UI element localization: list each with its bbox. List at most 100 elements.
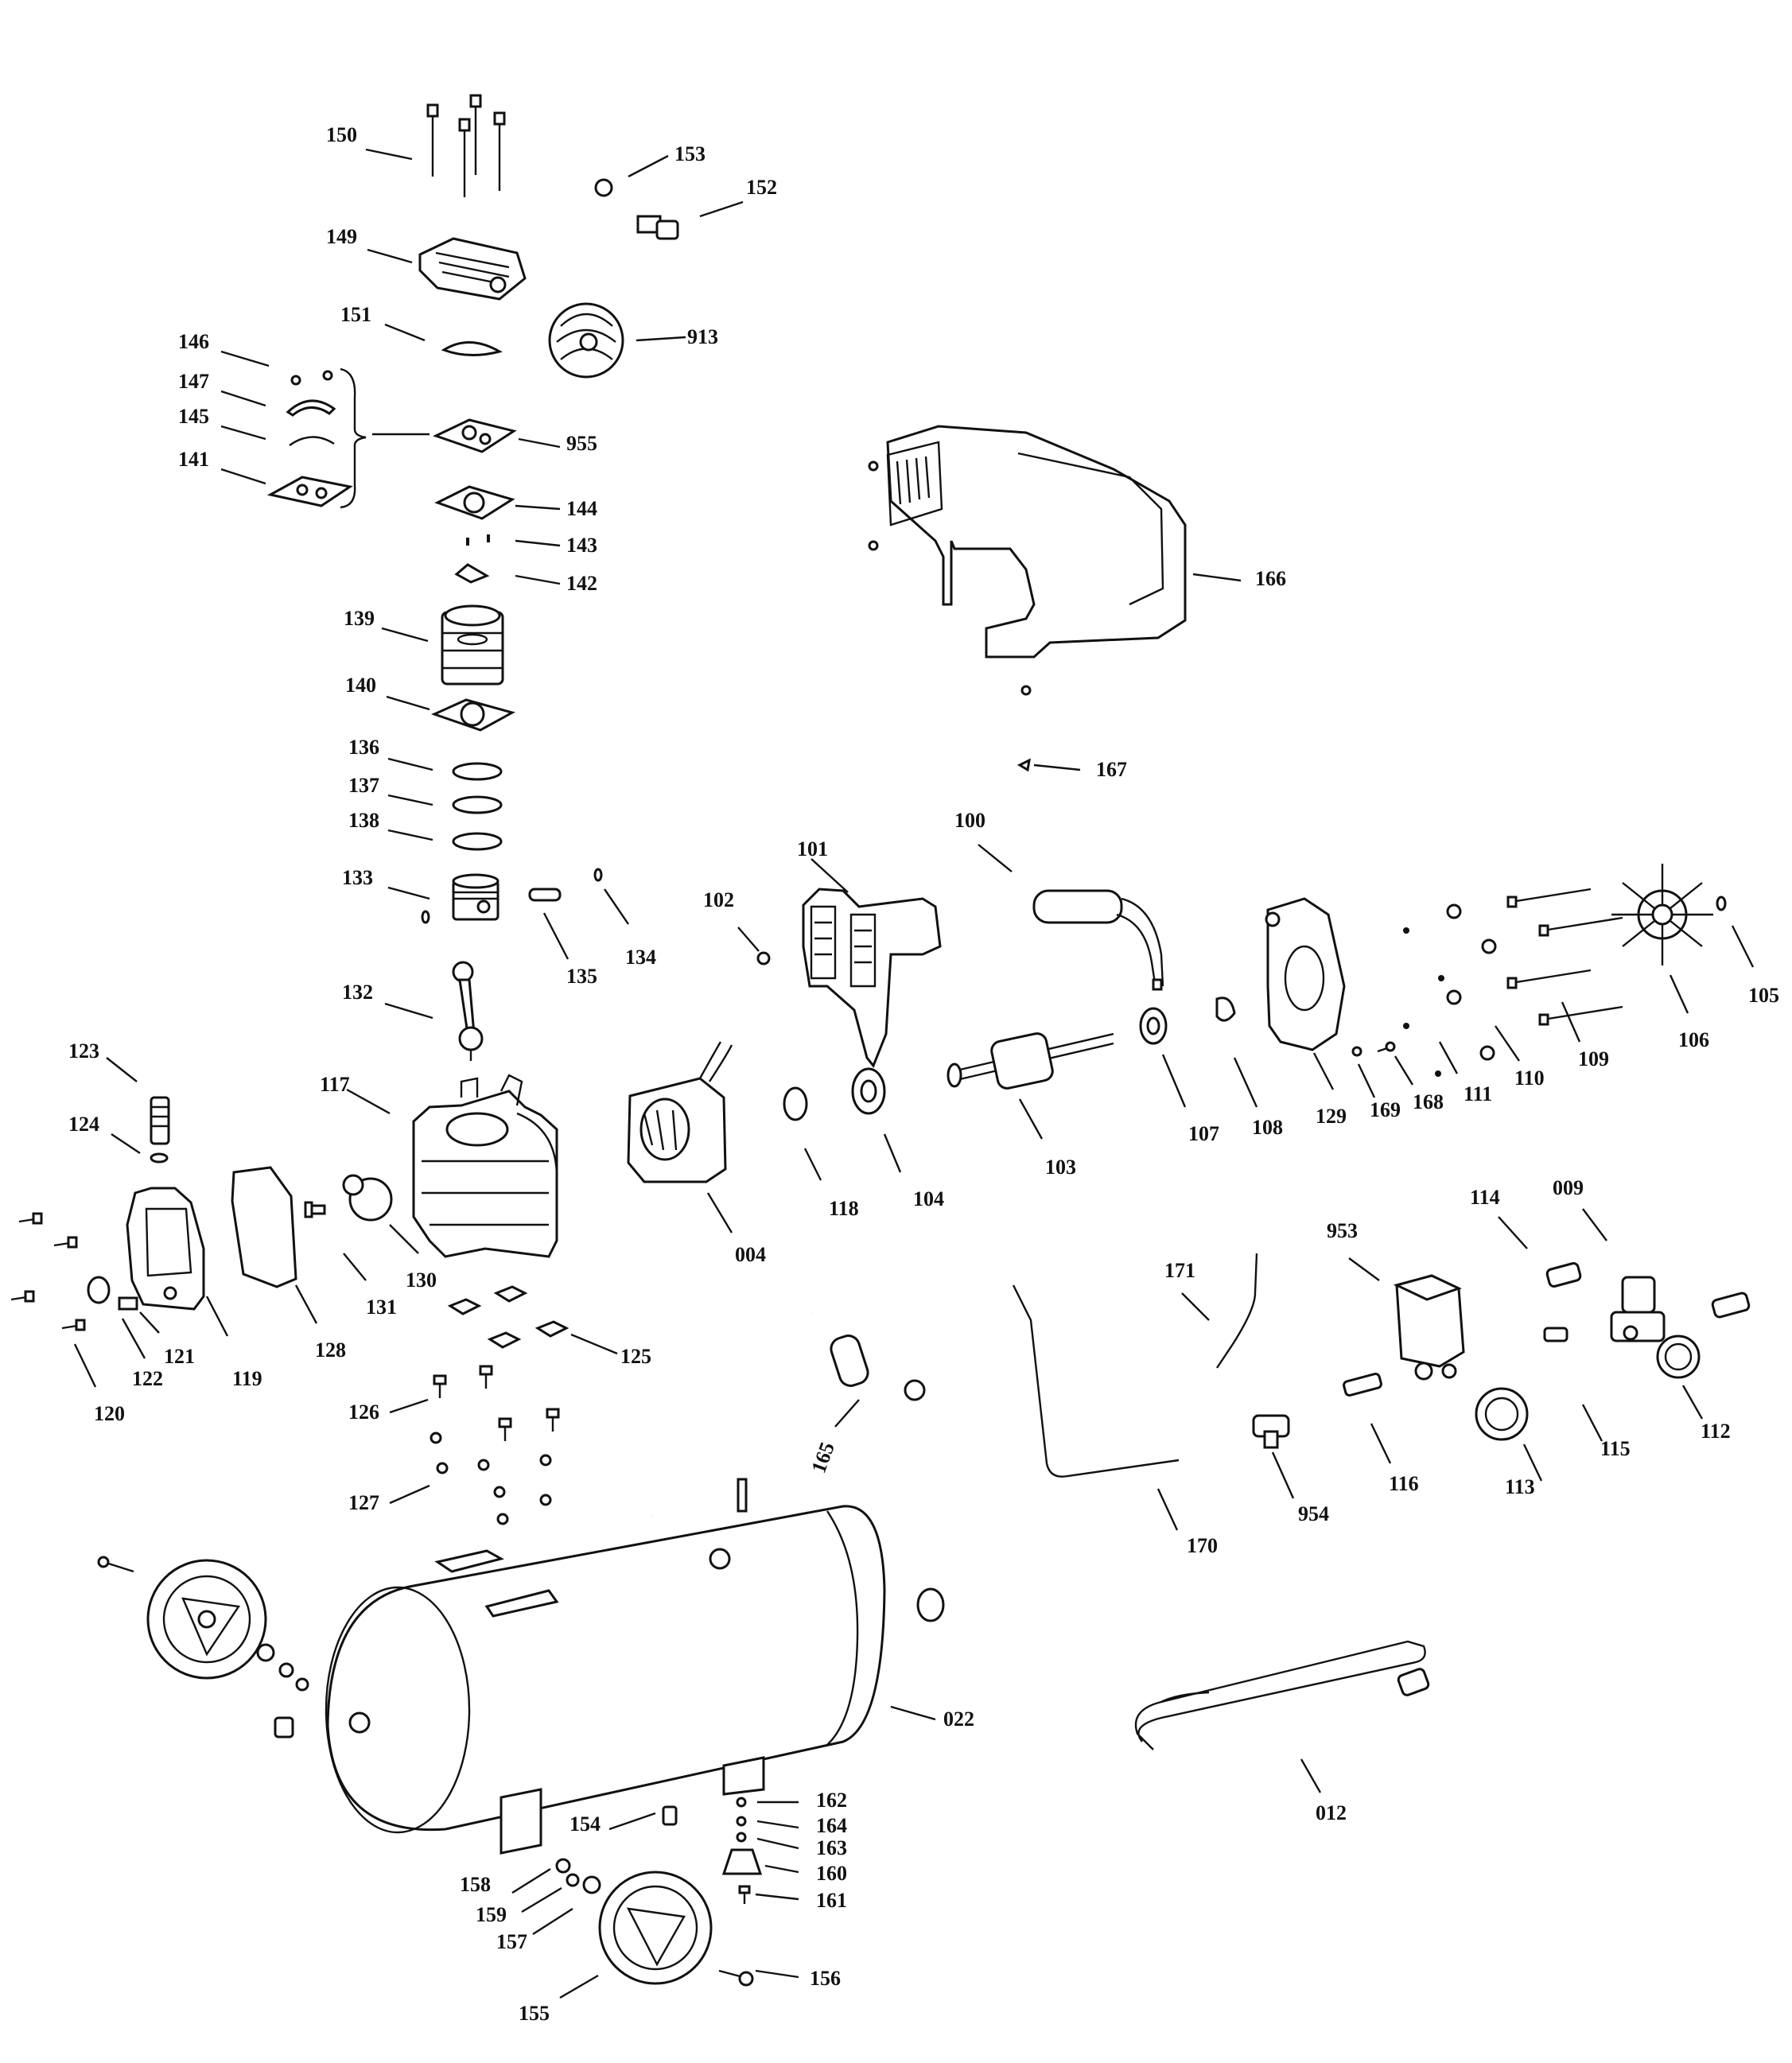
nut-drawing: [756, 951, 771, 965]
label-128: 128: [315, 1338, 346, 1362]
label-138: 138: [348, 809, 379, 832]
label-109: 109: [1578, 1047, 1609, 1070]
rotor-drawing: [947, 1032, 1114, 1090]
shroud-cover-drawing: [868, 425, 1187, 696]
piston-ring-1-drawing: [452, 762, 503, 781]
label-167: 167: [1096, 758, 1127, 781]
small-tube-drawing: [1216, 1253, 1258, 1369]
label-166: 166: [1255, 567, 1286, 590]
plug-drawing: [594, 178, 613, 197]
air-tank-drawing: [325, 1505, 945, 1855]
breather-drawing: [150, 1096, 170, 1145]
label-147: 147: [178, 370, 209, 393]
head-bolts-drawing: [426, 94, 506, 197]
label-144: 144: [566, 497, 597, 520]
label-143: 143: [566, 534, 597, 557]
label-169: 169: [1370, 1098, 1401, 1121]
label-145: 145: [178, 405, 209, 428]
shroud-screw-drawing: [1017, 758, 1031, 772]
label-112: 112: [1701, 1420, 1731, 1443]
label-954: 954: [1298, 1502, 1329, 1525]
label-125: 125: [620, 1345, 651, 1368]
label-132: 132: [342, 981, 373, 1004]
o-ring-drawing: [150, 1152, 169, 1164]
outlet-gauge-drawing: [1656, 1335, 1701, 1379]
intake-reed-drawing: [454, 563, 490, 584]
crankcase-drawing: [412, 1074, 558, 1258]
regulator-drawing: [1610, 1276, 1751, 1342]
valve-stop-drawing: [286, 399, 336, 417]
label-137: 137: [348, 774, 379, 797]
label-110: 110: [1514, 1066, 1545, 1090]
label-108: 108: [1252, 1116, 1283, 1139]
part-labels: 150 153 152 149 151 913 146 147 145 141 …: [68, 123, 1779, 2025]
sight-glass-drawing: [87, 1276, 111, 1304]
label-116: 116: [1389, 1472, 1419, 1495]
drain-plug-drawing: [118, 1296, 138, 1311]
rubber-pad-drawing: [447, 1285, 569, 1349]
label-004: 004: [735, 1243, 766, 1266]
wheel-axle-bolt-drawing: [718, 1969, 754, 1987]
head-gasket-ring-drawing: [441, 341, 503, 357]
label-131: 131: [366, 1296, 397, 1319]
label-101: 101: [797, 837, 828, 861]
label-102: 102: [703, 888, 734, 911]
piston-pin-drawing: [528, 888, 562, 902]
bearing-rear-drawing: [1139, 1007, 1168, 1045]
label-953: 953: [1327, 1219, 1358, 1242]
fan-duct-drawing: [802, 888, 942, 1068]
foot-bolt-drawing: [738, 1885, 751, 1904]
label-171: 171: [1164, 1259, 1195, 1282]
label-118: 118: [829, 1197, 859, 1220]
label-155: 155: [519, 2002, 550, 2025]
connecting-rod-drawing: [452, 961, 484, 1061]
label-130: 130: [406, 1268, 437, 1292]
label-123: 123: [68, 1039, 99, 1063]
mounting-bolt-drawing: [433, 1365, 560, 1441]
label-150: 150: [326, 123, 357, 146]
label-162: 162: [816, 1789, 847, 1812]
label-105: 105: [1748, 984, 1779, 1007]
label-129: 129: [1316, 1105, 1347, 1128]
label-103: 103: [1045, 1156, 1076, 1179]
fan-drawing: [1611, 864, 1713, 965]
screw-drawing: [1377, 1041, 1396, 1053]
oil-seal-drawing: [783, 1086, 808, 1121]
rubber-foot-drawing: [721, 1848, 763, 1875]
foot-nut-drawing: [736, 1797, 747, 1808]
label-121: 121: [164, 1345, 195, 1368]
locating-pin-drawing: [466, 534, 490, 546]
label-955: 955: [566, 432, 597, 455]
label-159: 159: [476, 1903, 507, 1926]
long-bolt-drawing: [1506, 888, 1623, 1026]
piston-ring-2-drawing: [452, 795, 503, 814]
label-133: 133: [342, 866, 373, 889]
pin-clip-drawing: [593, 868, 603, 882]
part-drawings: [10, 94, 1751, 1987]
label-022: 022: [943, 1708, 974, 1731]
wheel-left-drawing: [97, 1556, 309, 1739]
label-111: 111: [1464, 1082, 1492, 1105]
connector-drawing: [1343, 1372, 1382, 1397]
label-122: 122: [132, 1367, 163, 1390]
label-120: 120: [94, 1402, 125, 1425]
label-117: 117: [320, 1073, 350, 1096]
circlip-fan-drawing: [1716, 896, 1727, 911]
bearing-drawing: [851, 1067, 886, 1115]
label-154: 154: [569, 1812, 601, 1836]
cover-screw-drawing: [10, 1212, 86, 1331]
foot-spacer-drawing: [736, 1832, 747, 1843]
washer-flat-drawing: [1446, 903, 1497, 1061]
washer-drawing: [1351, 1046, 1362, 1057]
label-114: 114: [1470, 1186, 1500, 1209]
crankcase-cover-drawing: [126, 1187, 205, 1311]
nipple-drawing: [1543, 1327, 1568, 1342]
label-124: 124: [68, 1113, 99, 1136]
label-152: 152: [746, 176, 777, 199]
pressure-switch-drawing: [1393, 1274, 1465, 1381]
stator-drawing: [627, 1041, 733, 1183]
label-107: 107: [1188, 1122, 1219, 1145]
cylinder-gasket-drawing: [430, 698, 515, 732]
label-158: 158: [460, 1873, 491, 1896]
